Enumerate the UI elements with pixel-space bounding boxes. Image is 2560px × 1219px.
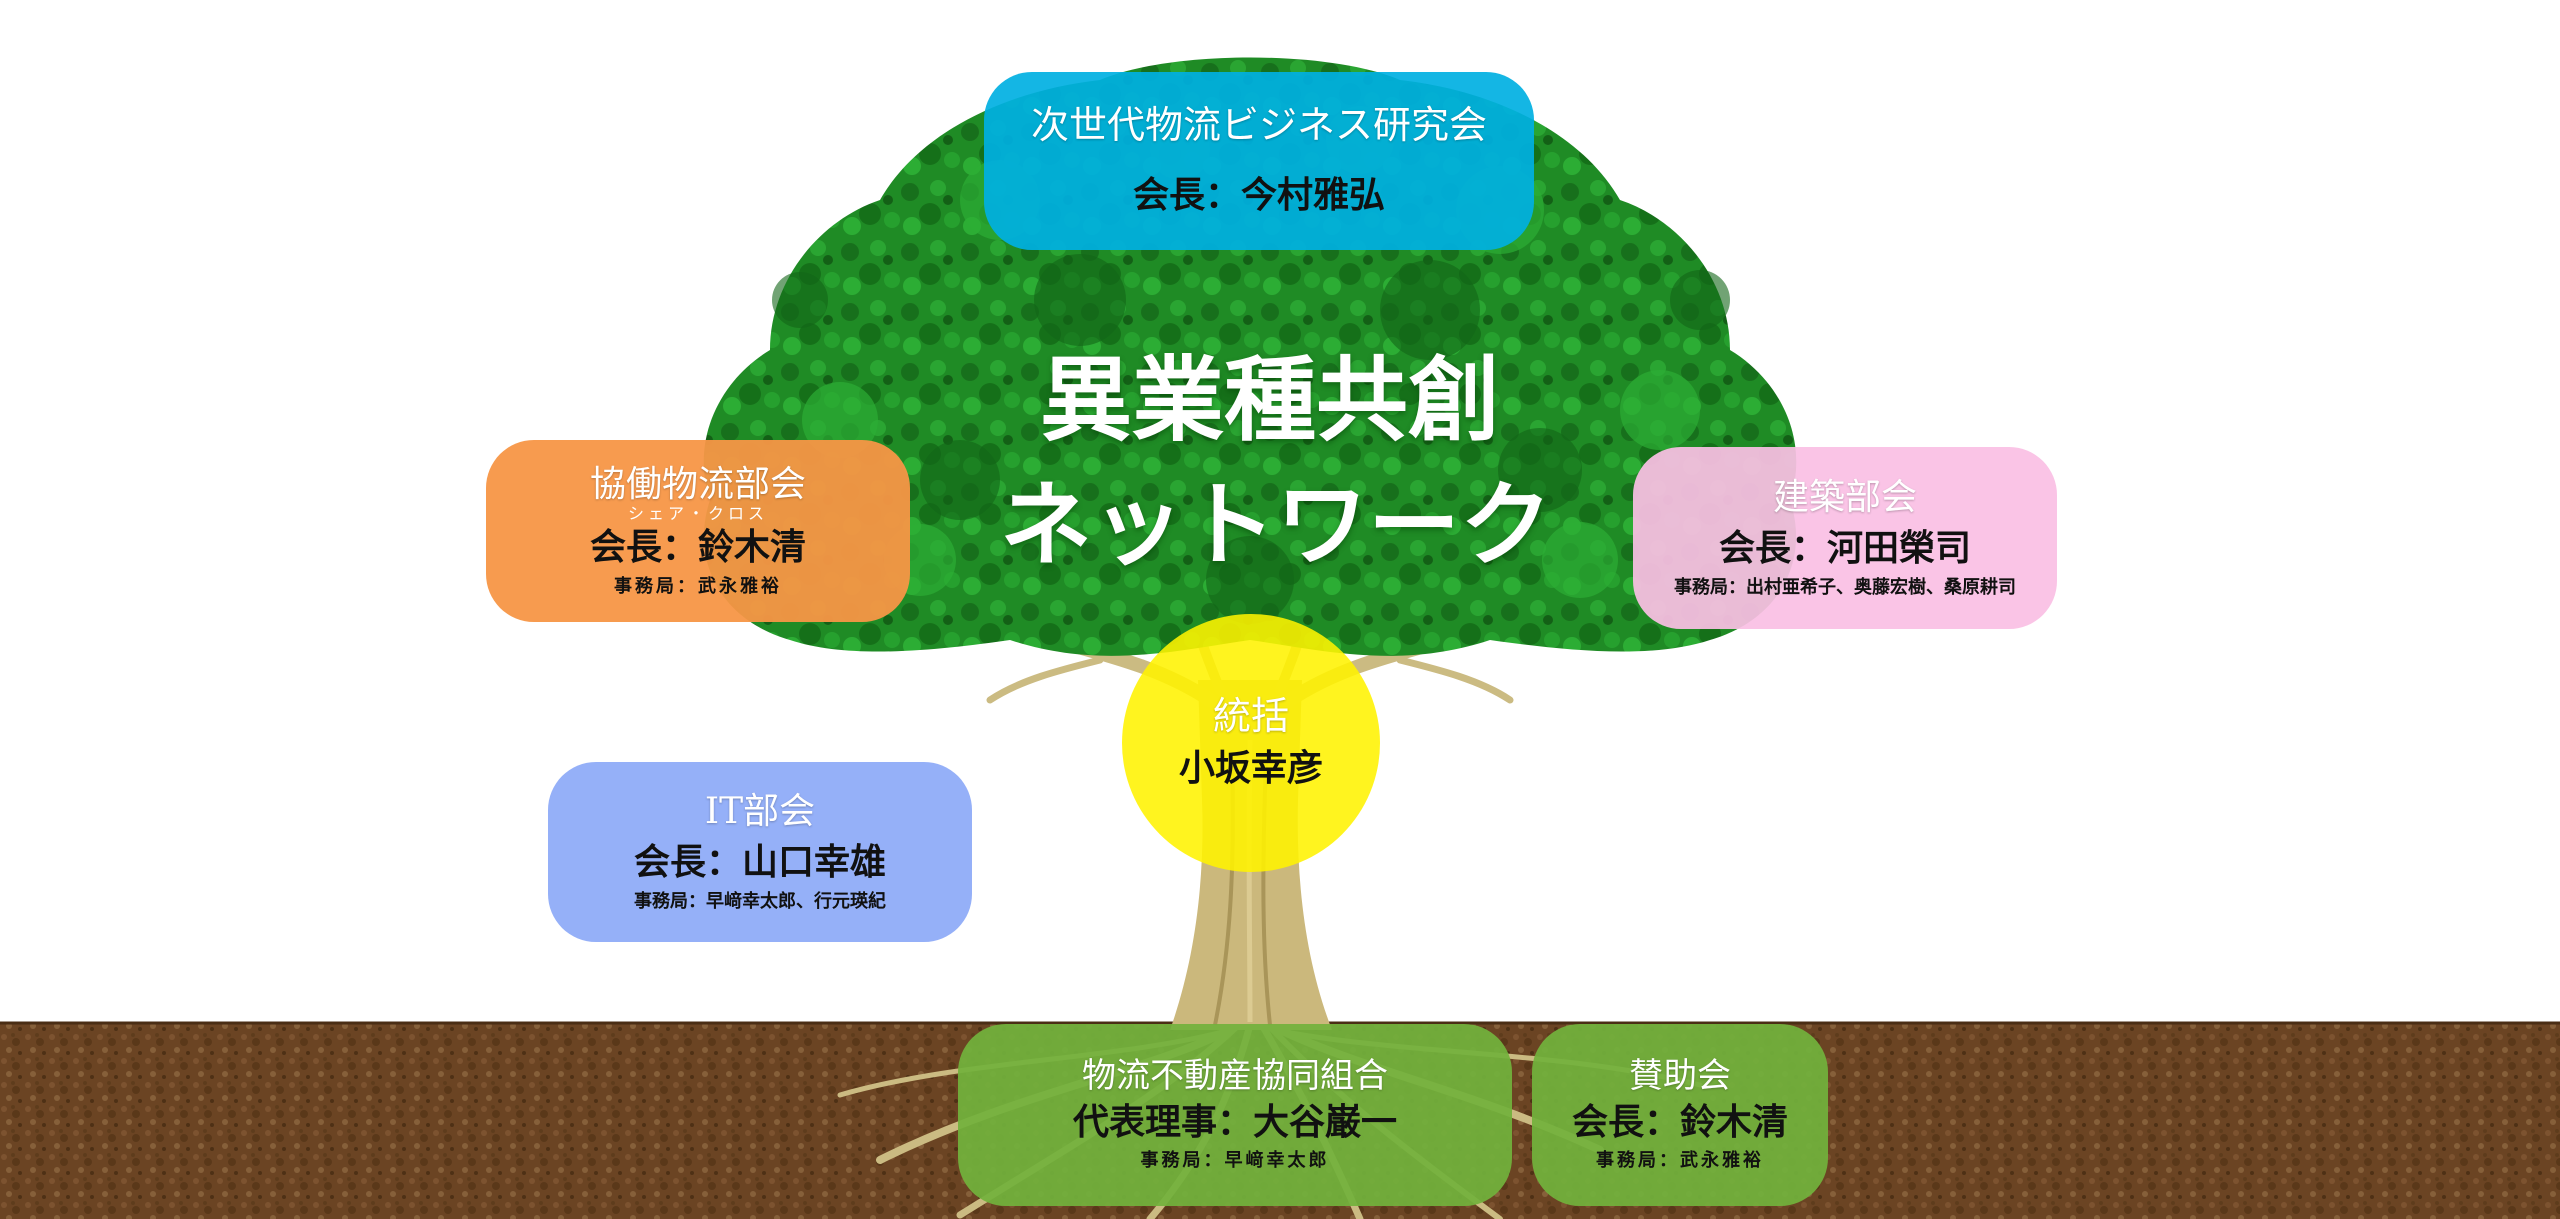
research-group-chair: 会長：今村雅弘 [1132,174,1385,217]
it-group-chair: 会長：山口幸雄 [633,841,886,884]
supervisor-circle: 統括 小坂幸彦 [1122,614,1380,872]
kenchiku-group-office: 事務局：出村亜希子、奥藤宏樹、桑原耕司 [1674,576,2016,598]
kenchiku-group-chair: 会長：河田榮司 [1718,527,1971,570]
main-title-line2: ネットワーク [1000,471,1553,580]
union-group-representative: 代表理事：大谷巌一 [1072,1101,1397,1144]
research-group-box: 次世代物流ビジネス研究会 会長：今村雅弘 [984,72,1534,250]
network-main-title: 異業種共創 ネットワーク [1000,338,1553,588]
kyodo-group-chair: 会長：鈴木清 [589,526,806,569]
kyodo-group-title: 協働物流部会 [589,463,806,505]
support-group-title: 賛助会 [1629,1055,1731,1096]
support-group-chair: 会長：鈴木清 [1571,1101,1788,1144]
support-group-office: 事務局：武永雅裕 [1596,1150,1764,1172]
union-group-title: 物流不動産協同組合 [1082,1055,1388,1096]
union-group-box: 物流不動産協同組合 代表理事：大谷巌一 事務局：早﨑幸太郎 [958,1024,1512,1206]
kenchiku-group-box: 建築部会 会長：河田榮司 事務局：出村亜希子、奥藤宏樹、桑原耕司 [1633,447,2057,629]
it-group-title: IT部会 [704,790,816,832]
kyodo-group-office: 事務局：武永雅裕 [614,575,782,597]
main-title-line1: 異業種共創 [1039,346,1500,454]
it-group-box: IT部会 会長：山口幸雄 事務局：早﨑幸太郎、行元瑛紀 [548,762,972,942]
support-group-box: 賛助会 会長：鈴木清 事務局：武永雅裕 [1532,1024,1828,1206]
research-group-title: 次世代物流ビジネス研究会 [1030,102,1487,147]
it-group-office: 事務局：早﨑幸太郎、行元瑛紀 [634,890,886,912]
union-group-office: 事務局：早﨑幸太郎 [1140,1150,1330,1172]
kyodo-group-box: 協働物流部会 シェア・クロス 会長：鈴木清 事務局：武永雅裕 [486,440,910,622]
kenchiku-group-title: 建築部会 [1772,476,1917,518]
kyodo-group-ruby: シェア・クロス [627,504,768,524]
supervisor-title: 統括 [1212,693,1289,738]
supervisor-name: 小坂幸彦 [1178,747,1323,790]
